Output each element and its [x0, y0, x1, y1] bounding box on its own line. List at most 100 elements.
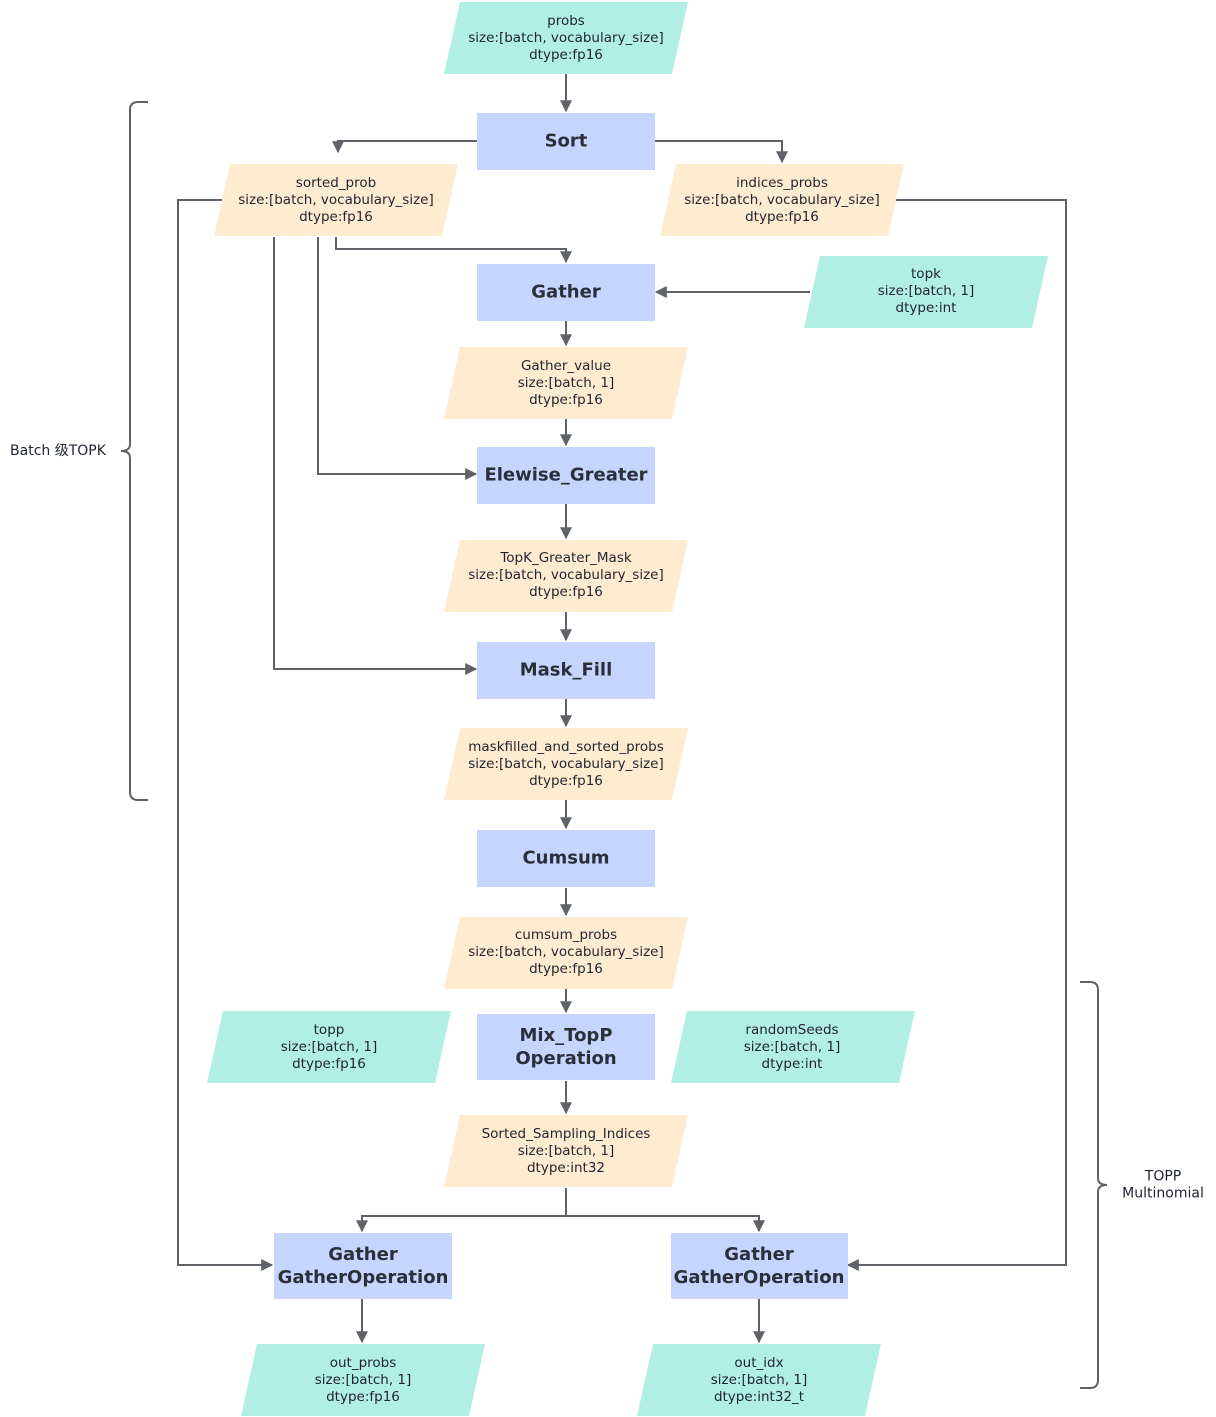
op-elewise-greater-label-line-1: Elewise_Greater: [484, 465, 647, 486]
op-mask-fill-box: [477, 642, 655, 699]
tensor-maskfilled-text-line-2: size:[batch, vocabulary_size]: [468, 756, 664, 772]
tensor-cumsum-probs-shape: [444, 917, 688, 989]
tensor-topk-greater-mask-text-line-3: dtype:fp16: [529, 584, 603, 600]
edge-sorted-prob-to-gather: [335, 237, 572, 264]
tensor-topk-greater-mask-text-line-1: TopK_Greater_Mask: [499, 550, 632, 566]
op-gather-right-label-line-1: Gather: [724, 1244, 794, 1265]
tensor-maskfilled-text-line-1: maskfilled_and_sorted_probs: [468, 739, 664, 755]
op-gather-top-label-line-1: Gather: [531, 282, 601, 303]
batch-topk-brace: [120, 101, 148, 801]
tensor-sorted-prob-text-line-1: sorted_prob: [296, 175, 376, 191]
edge-sorted-prob-to-elewise: [317, 237, 478, 480]
tensor-topk-shape: [804, 256, 1048, 328]
tensor-out-idx-text-line-3: dtype:int32_t: [714, 1389, 804, 1405]
op-gather-left-label-line-2: GatherOperation: [278, 1267, 449, 1288]
op-cumsum: Cumsum: [477, 830, 655, 887]
op-gather-right-box: [671, 1233, 848, 1299]
tensor-sorted-sampling-indices-text-line-1: Sorted_Sampling_Indices: [482, 1126, 651, 1142]
op-mix-topp-label-line-2: Operation: [515, 1048, 616, 1069]
op-cumsum-box: [477, 830, 655, 887]
tensor-cumsum-probs-text-line-1: cumsum_probs: [515, 927, 617, 943]
op-sort: Sort: [477, 113, 655, 170]
batch-topk-label: Batch 级TOPK: [10, 443, 107, 459]
tensor-random-seeds-text-line-1: randomSeeds: [745, 1022, 838, 1038]
op-sort-label: Sort: [545, 131, 588, 152]
op-cumsum-label-line-1: Cumsum: [522, 848, 609, 869]
op-mix-topp-box: [477, 1014, 655, 1080]
tensor-cumsum-probs-text-line-3: dtype:fp16: [529, 961, 603, 977]
tensor-gather-value-text-line-3: dtype:fp16: [529, 392, 603, 408]
tensor-out-probs-text-line-2: size:[batch, 1]: [315, 1372, 412, 1388]
tensor-gather-value-shape: [444, 347, 688, 419]
tensor-gather-value-text-line-1: Gather_value: [521, 358, 611, 374]
edge-sorted-prob-to-maskfill: [273, 237, 478, 675]
tensor-indices-probs-text-line-2: size:[batch, vocabulary_size]: [684, 192, 880, 208]
tensor-random-seeds-shape: [671, 1011, 915, 1083]
tensor-out-idx-text-line-2: size:[batch, 1]: [711, 1372, 808, 1388]
tensor-maskfilled-shape: [444, 728, 688, 800]
op-gather-left-box: [274, 1233, 452, 1299]
tensor-random-seeds-text-line-2: size:[batch, 1]: [744, 1039, 841, 1055]
topp-multinomial-label-line-2: Multinomial: [1122, 1186, 1204, 1202]
op-gather-right-label-line-2: GatherOperation: [674, 1267, 845, 1288]
tensor-topp-text-line-2: size:[batch, 1]: [281, 1039, 378, 1055]
tensor-indices-probs-shape: [660, 164, 904, 236]
tensor-probs-text-line-1: probs: [547, 13, 585, 29]
op-elewise-greater: Elewise_Greater: [477, 447, 655, 504]
tensor-gather-value-text-line-2: size:[batch, 1]: [518, 375, 615, 391]
tensor-topp-text-line-3: dtype:fp16: [292, 1056, 366, 1072]
tensor-sorted-sampling-indices-text-line-2: size:[batch, 1]: [518, 1143, 615, 1159]
tensor-topk-greater-mask-text-line-2: size:[batch, vocabulary_size]: [468, 567, 664, 583]
tensor-probs-shape: [444, 2, 688, 74]
topp-multinomial-brace: [1080, 981, 1108, 1389]
tensor-out-probs-text-line-1: out_probs: [330, 1355, 397, 1371]
tensor-maskfilled-text-line-3: dtype:fp16: [529, 773, 603, 789]
op-elewise-greater-label: Elewise_Greater: [484, 465, 647, 486]
batch-topk-label-line-1: Batch 级TOPK: [10, 443, 107, 459]
tensor-topk-text-line-3: dtype:int: [896, 300, 957, 316]
topp-multinomial-label-line-1: TOPP: [1144, 1169, 1181, 1185]
tensor-out-idx-text-line-1: out_idx: [734, 1355, 783, 1371]
op-mask-fill: Mask_Fill: [477, 642, 655, 699]
tensor-out-idx-shape: [637, 1344, 881, 1416]
tensor-sorted-sampling-indices-shape: [444, 1115, 688, 1187]
edge-sorted-prob-to-gather-left: [177, 199, 274, 1271]
op-cumsum-label: Cumsum: [522, 848, 609, 869]
tensor-sorted-prob-text-line-3: dtype:fp16: [299, 209, 373, 225]
tensor-probs-text-line-2: size:[batch, vocabulary_size]: [468, 30, 664, 46]
tensor-out-probs-shape: [241, 1344, 485, 1416]
tensor-random-seeds-text-line-3: dtype:int: [762, 1056, 823, 1072]
op-elewise-greater-box: [477, 447, 655, 504]
op-sort-box: [477, 113, 655, 170]
op-gather-top: Gather: [477, 264, 655, 321]
op-sort-label-line-1: Sort: [545, 131, 588, 152]
edge-indices-probs-to-gather-right: [846, 199, 1067, 1271]
